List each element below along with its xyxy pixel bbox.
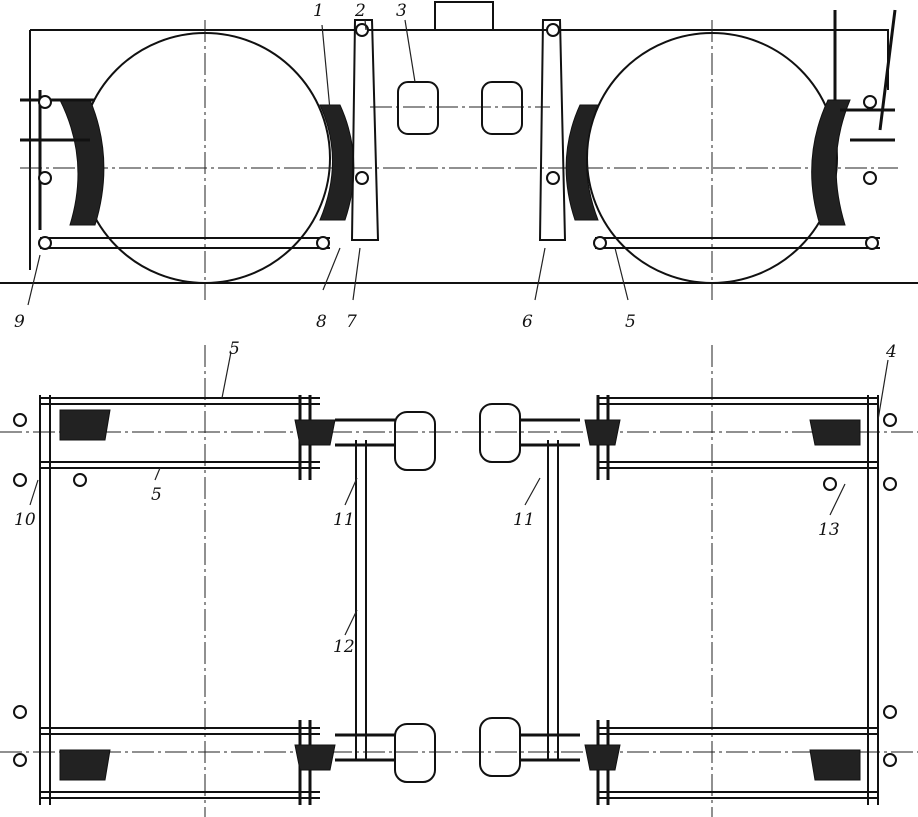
brake-shoe-right-outer (811, 99, 851, 226)
label-3: 3 (396, 1, 407, 21)
label-5-top: 5 (625, 312, 636, 332)
hand-brake-rods (833, 9, 897, 142)
left-brackets (298, 395, 312, 805)
left-cylinder-mounts (335, 418, 395, 762)
lever-right (538, 19, 567, 241)
brake-cylinder-left (397, 81, 439, 135)
label-8: 8 (316, 312, 327, 332)
leader-lines-top (27, 247, 629, 306)
label-9: 9 (14, 312, 25, 332)
right-pull-rods (598, 397, 878, 799)
label-13: 13 (818, 520, 840, 540)
plan-view (0, 345, 918, 817)
plan-cylinder-left-top (394, 411, 436, 471)
label-6: 6 (522, 312, 533, 332)
label-4: 4 (885, 342, 897, 362)
label-5-plan-upper: 5 (229, 339, 240, 359)
top-box (434, 1, 494, 31)
label-5-plan-lower: 5 (151, 485, 162, 505)
right-beam (867, 395, 879, 805)
connecting-rod-right (547, 440, 559, 760)
brake-cylinder-right (481, 81, 523, 135)
left-beam (39, 395, 51, 805)
label-10: 10 (14, 510, 36, 530)
plan-cylinder-right-top (479, 403, 521, 463)
right-brackets (596, 395, 610, 805)
plan-brake-shoes (59, 409, 861, 781)
label-11-right: 11 (513, 510, 535, 530)
leader-lines-plan (29, 351, 889, 636)
label-1: 1 (313, 1, 324, 21)
pull-rod-left (40, 237, 330, 249)
right-cylinder-mounts (520, 418, 580, 762)
plan-cylinder-left-bottom (394, 723, 436, 783)
plan-cylinder-right-bottom (479, 717, 521, 777)
label-12: 12 (333, 637, 355, 657)
hanger-left (20, 90, 95, 230)
pins (38, 23, 879, 250)
plan-pins (13, 413, 897, 767)
left-pull-rods (40, 397, 320, 799)
brake-shoe-left-inner (319, 104, 355, 221)
reference-labels: 1 2 3 9 8 7 6 5 5 5 4 10 11 11 12 13 (14, 1, 897, 657)
connecting-rod-left (355, 440, 367, 760)
leader-lines-top2 (321, 19, 416, 111)
label-11-left: 11 (333, 510, 355, 530)
side-elevation (0, 1, 918, 306)
brake-shoe-right-inner (565, 104, 599, 221)
label-7: 7 (346, 312, 357, 332)
pull-rod-right (595, 237, 880, 249)
lever-left (350, 19, 380, 241)
label-2: 2 (354, 1, 366, 21)
